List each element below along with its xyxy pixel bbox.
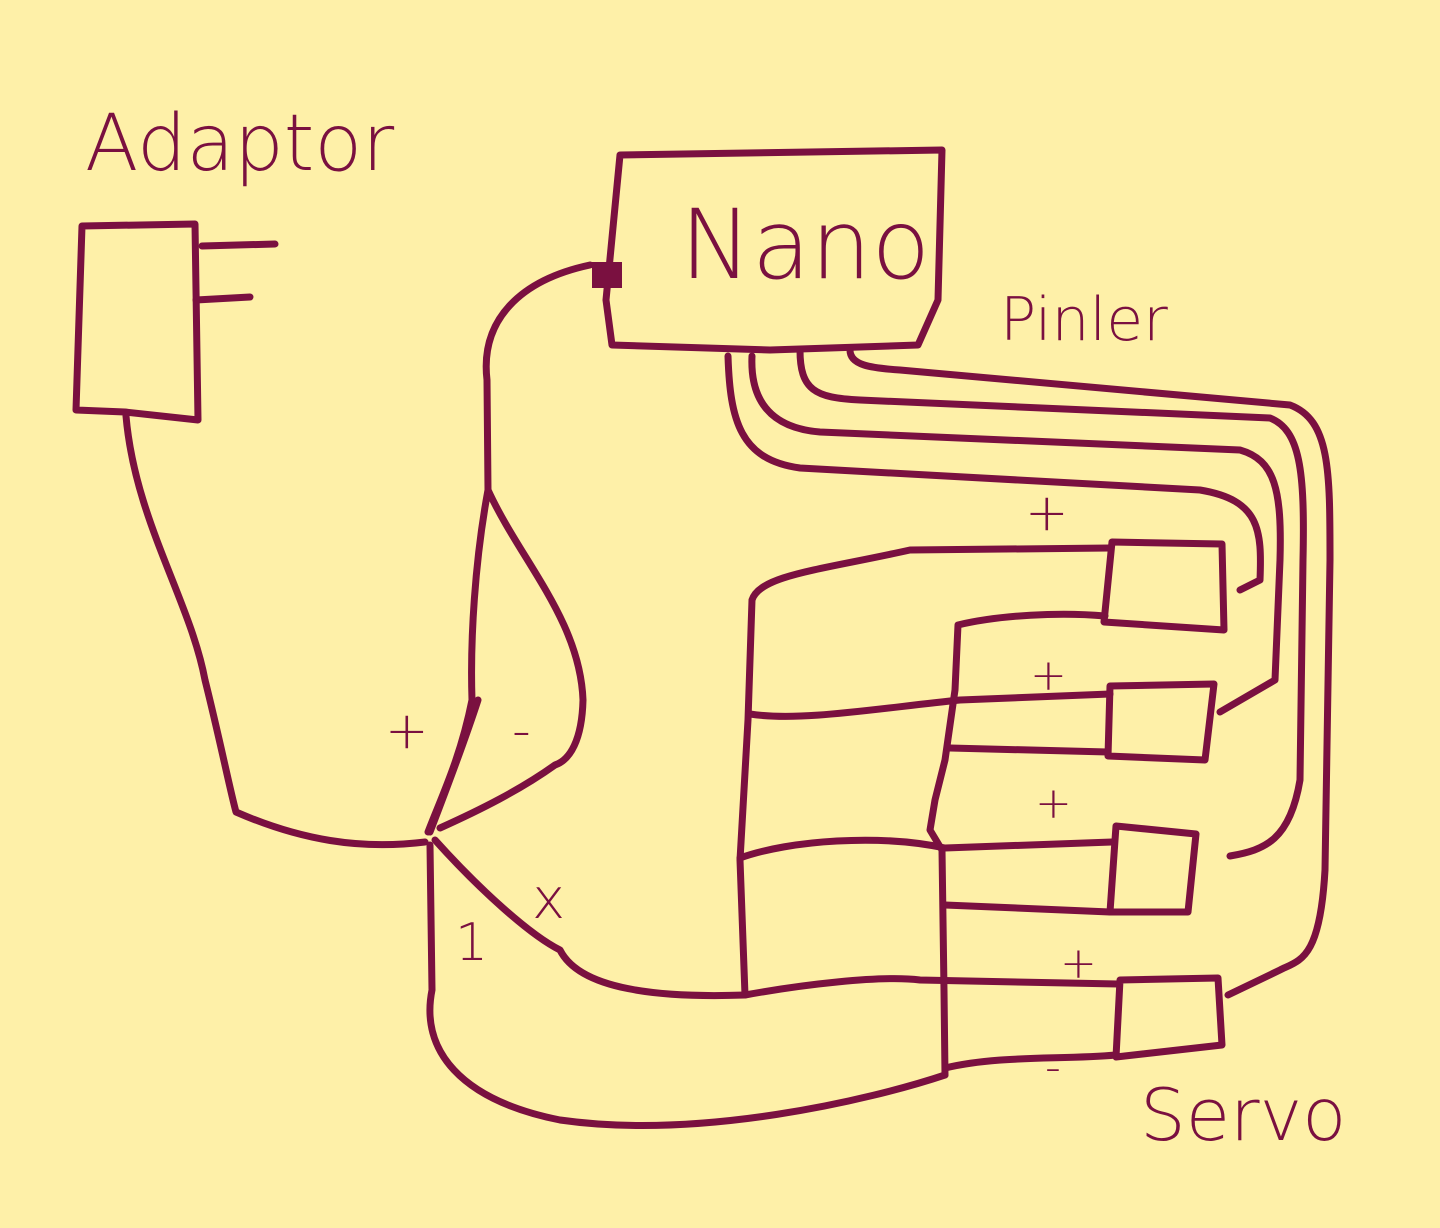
signal-wire-3 [796,346,1307,860]
servo-3 [1106,822,1200,916]
plus-mark-servo-2: + [1030,650,1067,701]
plus-servo-3 [736,836,1116,862]
one-mark-junction: 1 [455,913,488,973]
minus-bus [926,610,1109,1079]
servo-4 [1112,974,1226,1061]
minus-mark-servo-4: - [1045,1042,1061,1093]
nano-power-pin [592,262,622,288]
nano-label: Nano [680,189,930,301]
plus-mark-servo-1: + [1025,483,1069,543]
minus-servo-3 [941,901,1114,916]
signal-mark-junction: x [532,867,565,932]
adaptor-label: Adaptor [85,99,394,189]
nano-power-wire [424,261,594,836]
adaptor-cable [122,412,429,849]
minus-servo-2 [946,744,1112,756]
adaptor-prong-bottom [192,293,254,304]
servo-2 [1104,680,1218,764]
plus-servo-2 [746,690,1114,720]
plus-mark-servo-3: + [1035,778,1072,829]
minus-mark-junction: - [512,701,531,761]
adaptor-box [72,220,202,424]
plus-servo-4 [741,975,1122,999]
signal-wire-2 [748,352,1284,716]
junction-wire-a [426,696,482,836]
ground-return-wire [426,841,949,1129]
signal-wire-4 [846,346,1334,999]
servo-label: Servo [1140,1073,1346,1157]
plus-mark-servo-4: + [1060,938,1097,989]
signal-return-wire [431,836,749,1000]
signal-wire-1 [724,352,1264,594]
plus-bus [736,544,1114,999]
nano-box [602,146,946,354]
adaptor-prong-top [198,240,279,250]
minus-servo-4 [941,1051,1120,1072]
nano-ground-wire [436,486,587,832]
plus-mark-junction: + [385,701,429,761]
servo-1 [1100,538,1228,634]
pins-label: Pinler [1000,285,1168,355]
